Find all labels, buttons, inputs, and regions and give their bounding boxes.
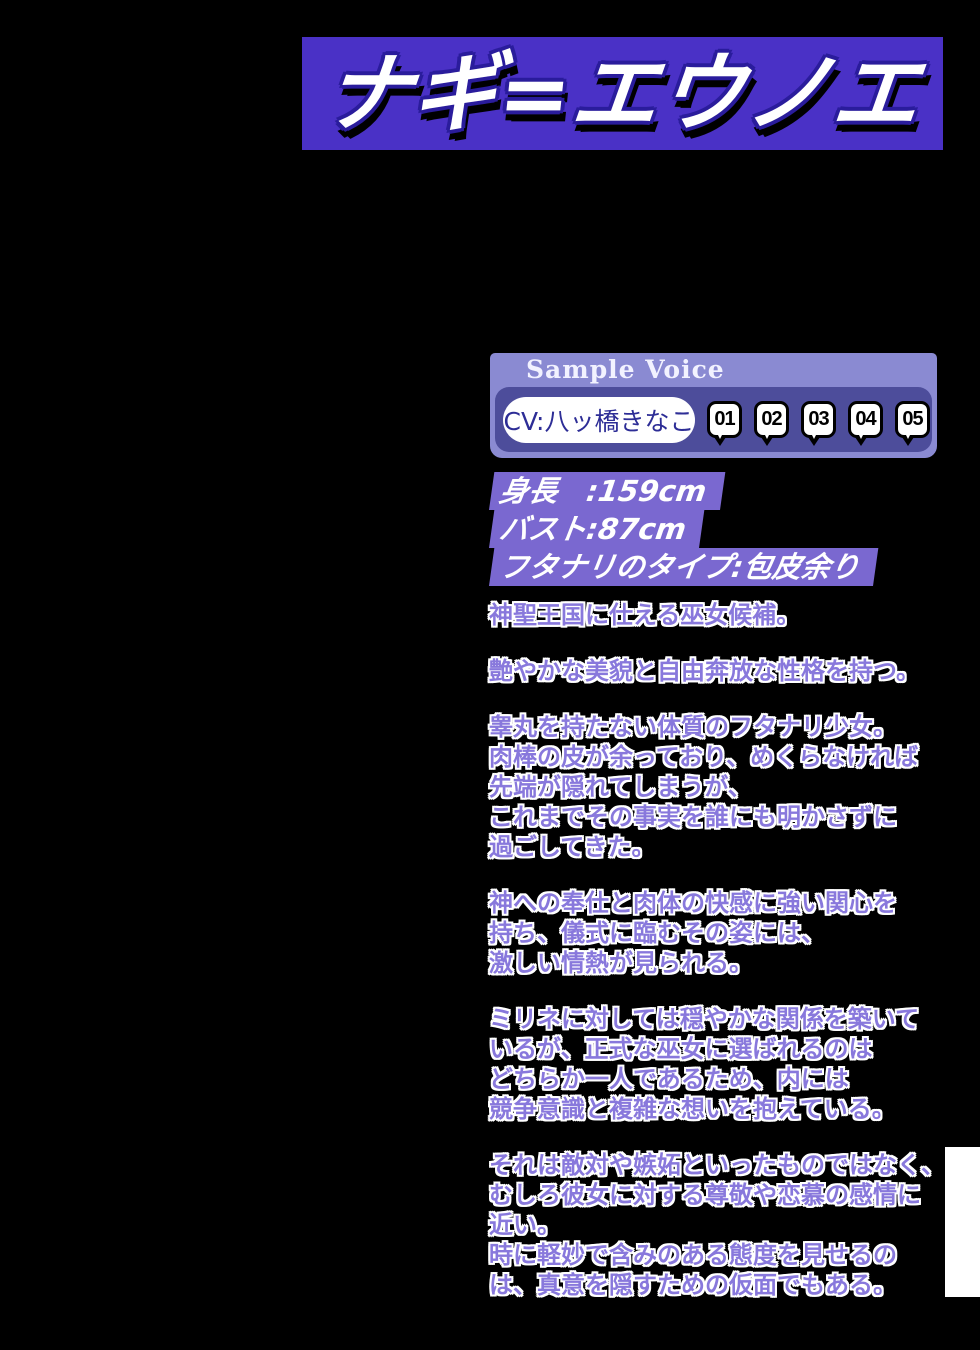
description-paragraph-5: ミリネに対しては穏やかな関係を築いて いるが、正式な巫女に選ばれるのは どちらか… xyxy=(489,1005,920,1123)
sample-voice-header: Sample Voice xyxy=(526,355,725,384)
sample-voice-controls: CV:八ッ橋きなこ 01 02 03 04 05 xyxy=(495,387,932,452)
description-paragraph-3: 睾丸を持たない体質のフタナリ少女。 肉棒の皮が余っており、めくらなければ 先端が… xyxy=(489,713,919,861)
stats-panel: 身長 :159cm バスト:87cm フタナリのタイプ:包皮余り xyxy=(489,472,940,586)
voice-button-5[interactable]: 05 xyxy=(895,401,930,446)
description-panel: 神聖王国に仕える巫女候補。 艶やかな美貌と自由奔放な性格を持つ。 睾丸を持たない… xyxy=(489,600,964,1326)
voice-button-4[interactable]: 04 xyxy=(848,401,883,446)
stat-bust: バスト:87cm xyxy=(489,510,705,548)
cv-label-pill: CV:八ッ橋きなこ xyxy=(503,396,695,443)
voice-button-3[interactable]: 03 xyxy=(801,401,836,446)
description-paragraph-2: 艶やかな美貌と自由奔放な性格を持つ。 xyxy=(489,657,921,685)
voice-button-2[interactable]: 02 xyxy=(754,401,789,446)
description-paragraph-4: 神への奉仕と肉体の快感に強い関心を 持ち、儀式に臨むその姿には、 激しい情熱が見… xyxy=(489,889,897,977)
white-strip xyxy=(945,1147,980,1297)
description-paragraph-1: 神聖王国に仕える巫女候補。 xyxy=(489,601,801,629)
character-title: ナギ=エウノエ xyxy=(319,42,926,144)
sample-voice-panel: Sample Voice CV:八ッ橋きなこ 01 02 03 04 05 xyxy=(490,353,937,458)
stat-height: 身長 :159cm xyxy=(489,472,725,510)
stat-futanari-type: フタナリのタイプ:包皮余り xyxy=(489,548,878,586)
voice-button-row: 01 02 03 04 05 xyxy=(707,401,930,446)
character-title-bar: ナギ=エウノエ xyxy=(302,37,943,150)
cv-label: CV:八ッ橋きなこ xyxy=(503,406,695,436)
description-paragraph-6: それは敵対や嫉妬といったものではなく、 むしろ彼女に対する尊敬や恋慕の感情に 近… xyxy=(489,1151,945,1299)
voice-button-1[interactable]: 01 xyxy=(707,401,742,446)
